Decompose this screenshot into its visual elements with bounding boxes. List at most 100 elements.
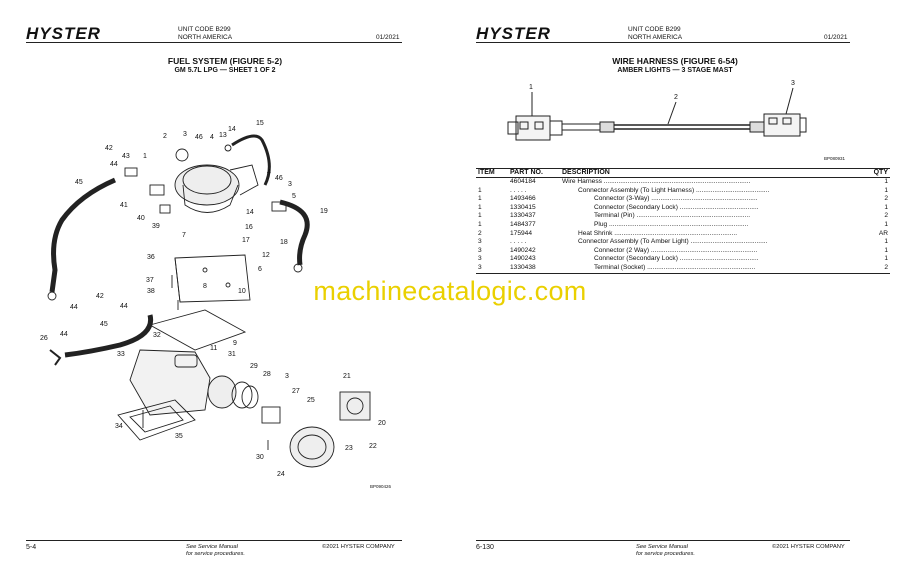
part-number-cell: 4604184	[510, 178, 536, 185]
unit-code: UNIT CODE B299	[178, 26, 231, 33]
qty-cell: AR	[878, 229, 888, 237]
header-rule	[26, 42, 402, 43]
part-number-cell: 1330438	[508, 263, 560, 274]
part-number-cell: 1490243	[510, 255, 536, 263]
parts-table: ITEM PART NO. DESCRIPTION QTY 4604184 Wir…	[476, 168, 890, 274]
wire-harness-diagram: 1 2 3	[507, 80, 807, 141]
item-cell: 1	[478, 186, 482, 194]
col-qty: QTY	[866, 168, 890, 178]
svg-text:3: 3	[288, 181, 292, 188]
svg-text:21: 21	[343, 373, 351, 380]
item-cell: 1	[478, 220, 482, 228]
svg-text:17: 17	[242, 237, 250, 244]
svg-text:35: 35	[175, 433, 183, 440]
svg-text:31: 31	[228, 351, 236, 358]
description-cell: Wire Harness ...........................…	[562, 178, 751, 185]
table-header-row: ITEM PART NO. DESCRIPTION QTY	[476, 168, 890, 178]
col-description: DESCRIPTION	[560, 168, 866, 178]
svg-text:6: 6	[258, 266, 262, 273]
region: NORTH AMERICA	[178, 34, 233, 41]
qty-cell: 1	[884, 246, 888, 254]
part-number-cell: 1330437	[510, 212, 536, 220]
svg-text:44: 44	[60, 331, 68, 338]
svg-text:16: 16	[245, 224, 253, 231]
item-cell: 1	[478, 203, 482, 211]
description-cell: Heat Shrink ............................…	[578, 229, 738, 237]
item-cell	[476, 178, 508, 187]
description-cell: Connector Assembly (To Light Harness) ..…	[578, 186, 770, 194]
date: 01/2021	[824, 34, 848, 41]
description-cell: Terminal (Socket) ......................…	[560, 263, 866, 274]
svg-text:39: 39	[152, 223, 160, 230]
figure-title: FUEL SYSTEM (FIGURE 5-2)	[167, 56, 283, 66]
svg-text:19: 19	[320, 208, 328, 215]
svg-text:38: 38	[147, 288, 155, 295]
svg-text:44: 44	[120, 303, 128, 310]
svg-text:36: 36	[147, 254, 155, 261]
svg-text:37: 37	[146, 277, 154, 284]
hyster-logo: HYSTER	[476, 24, 551, 43]
svg-text:5: 5	[292, 193, 296, 200]
svg-text:29: 29	[250, 363, 258, 370]
unit-code-block: UNIT CODE B299 NORTH AMERICA	[178, 26, 232, 42]
svg-text:30: 30	[256, 454, 264, 461]
svg-text:3: 3	[183, 131, 187, 138]
item-cell: 3	[478, 246, 482, 254]
svg-text:4: 4	[210, 134, 214, 141]
svg-text:22: 22	[369, 443, 377, 450]
watermark: machinecatalogic.com	[313, 276, 587, 306]
svg-text:27: 27	[292, 388, 300, 395]
table-row: 3. . . . .Connector Assembly (To Amber L…	[476, 238, 890, 247]
svg-text:13: 13	[219, 132, 227, 139]
svg-text:28: 28	[263, 371, 271, 378]
figure-id: BP080931	[824, 156, 846, 161]
svg-text:41: 41	[120, 202, 128, 209]
svg-text:11: 11	[210, 345, 217, 352]
col-part-no: PART NO.	[508, 168, 560, 178]
svg-text:1: 1	[143, 153, 147, 160]
svg-text:34: 34	[115, 423, 123, 430]
svg-text:14: 14	[246, 209, 254, 216]
svg-text:40: 40	[137, 215, 145, 222]
svg-text:7: 7	[182, 232, 186, 239]
part-number-cell: 1330415	[510, 203, 536, 211]
svg-text:9: 9	[233, 340, 237, 347]
service-note: See Service Manual for service procedure…	[186, 544, 245, 558]
svg-text:25: 25	[307, 397, 315, 404]
service-note-line-1: See Service Manual	[636, 544, 688, 550]
svg-text:45: 45	[75, 179, 83, 186]
description-cell: Connector Assembly (To Amber Light) ....…	[578, 238, 768, 246]
svg-text:45: 45	[100, 321, 108, 328]
description-cell: Connector (2 Way) ......................…	[594, 246, 758, 254]
hyster-logo: HYSTER	[26, 24, 101, 43]
svg-text:4: 4	[267, 169, 271, 176]
table-row: 1. . . . .Connector Assembly (To Light H…	[476, 187, 890, 196]
service-note-line-1: See Service Manual	[186, 544, 238, 550]
unit-code: UNIT CODE B299	[628, 26, 681, 33]
qty-cell: 1	[884, 255, 888, 263]
part-number-cell: 1484377	[510, 220, 536, 228]
page-number: 5-4	[26, 544, 37, 551]
qty-cell: 1	[884, 186, 888, 194]
figure-subtitle: GM 5.7L LPG — SHEET 1 OF 2	[174, 67, 276, 74]
qty-cell: 2	[866, 263, 890, 274]
part-number-cell: . . . . .	[510, 238, 527, 246]
qty-cell: 2	[884, 212, 888, 220]
svg-text:20: 20	[378, 420, 386, 427]
figure-subtitle: AMBER LIGHTS — 3 STAGE MAST	[617, 67, 733, 74]
table-row: 4604184 Wire Harness ....................…	[476, 178, 890, 187]
svg-text:2: 2	[163, 133, 167, 140]
service-note-line-2: for service procedures.	[186, 551, 245, 557]
right-page: HYSTER UNIT CODE B299 NORTH AMERICA 01/2…	[450, 0, 900, 582]
service-note-line-2: for service procedures.	[636, 551, 695, 557]
svg-text:42: 42	[105, 145, 113, 152]
svg-text:10: 10	[238, 288, 246, 295]
description-cell: Plug ...................................…	[594, 220, 749, 228]
